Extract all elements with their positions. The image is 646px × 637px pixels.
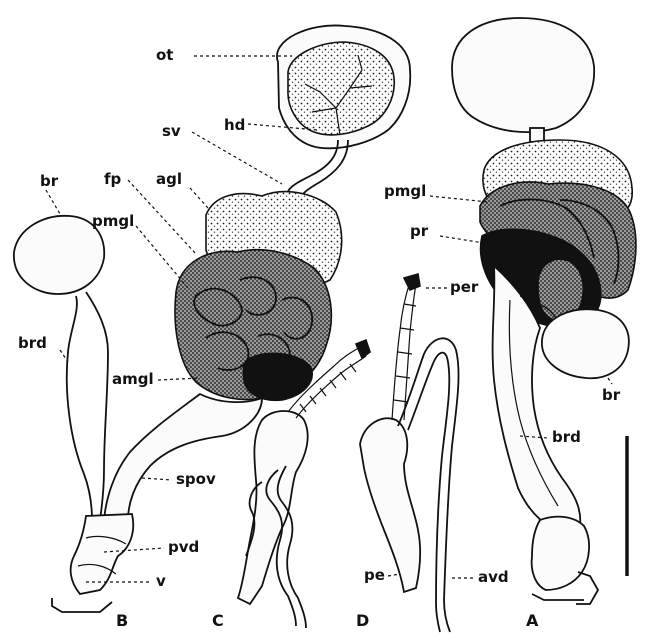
label-per: per <box>450 278 479 296</box>
label-spov: spov <box>176 470 216 488</box>
bursa-duct-b <box>86 292 108 520</box>
panel-label-a: A <box>526 611 539 630</box>
label-br-b: br <box>40 172 59 190</box>
label-avd: avd <box>478 568 509 586</box>
penis-retractor-d <box>392 282 416 420</box>
panel-a-drawing <box>452 18 636 604</box>
panel-label-c: C <box>212 611 224 630</box>
label-agl: agl <box>156 170 182 188</box>
panel-label-b: B <box>116 611 128 630</box>
penis-tip-c <box>356 340 370 358</box>
label-hd: hd <box>224 116 245 134</box>
anterior-mucus-gland <box>243 353 312 400</box>
penis-tip-d <box>404 274 420 290</box>
label-amgl: amgl <box>112 370 154 388</box>
bursa-copulatrix-a <box>542 309 629 378</box>
penis-sheath-c <box>238 411 308 604</box>
label-pvd: pvd <box>168 538 199 556</box>
spermoviduct <box>104 394 262 520</box>
bursa-copulatrix-b <box>14 216 104 294</box>
panel-b-drawing <box>14 25 410 612</box>
label-pr: pr <box>410 222 429 240</box>
label-v: v <box>156 572 166 590</box>
label-pe: pe <box>364 566 385 584</box>
label-brd-b: brd <box>18 334 47 352</box>
ovotestis-a <box>452 18 594 132</box>
panel-label-d: D <box>356 611 369 630</box>
label-pmgl-a: pmgl <box>384 182 426 200</box>
panel-letters: B C D A <box>116 611 539 630</box>
label-ot: ot <box>156 46 173 64</box>
label-brd-a: brd <box>552 428 581 446</box>
label-br-a: br <box>602 386 621 404</box>
label-sv: sv <box>162 122 181 140</box>
label-fp: fp <box>104 170 122 188</box>
label-pmgl-b: pmgl <box>92 212 134 230</box>
vagina-a <box>532 517 589 590</box>
